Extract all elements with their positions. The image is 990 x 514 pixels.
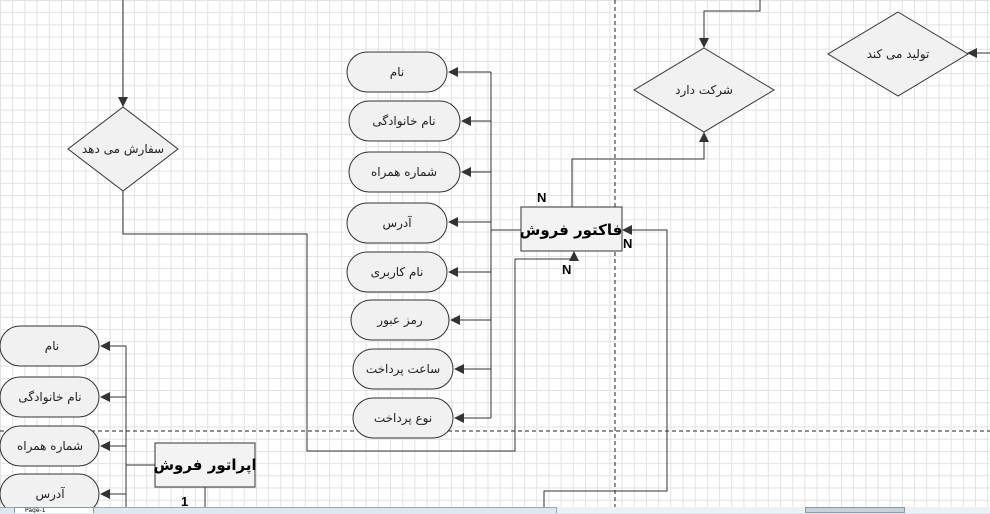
operator-attribute-address[interactable]: آدرس — [0, 473, 100, 507]
cardinality-factor-right: N — [623, 236, 632, 251]
svg-text:آدرس: آدرس — [382, 215, 412, 231]
svg-text:نوع پرداخت: نوع پرداخت — [374, 411, 432, 426]
svg-text:رمز عبور: رمز عبور — [376, 313, 423, 328]
connector-bottom-factor — [543, 225, 668, 507]
svg-text:نام خانوادگی: نام خانوادگی — [372, 114, 435, 129]
entity-factor-label: فاکتور فروش — [520, 221, 623, 239]
svg-text:ساعت پرداخت: ساعت پرداخت — [366, 362, 440, 377]
relationship-company[interactable]: شرکت دارد — [633, 47, 775, 133]
operator-attribute-family[interactable]: نام خانوادگی — [0, 376, 100, 418]
cardinality-factor-company: N — [537, 190, 546, 205]
factor-attribute-name[interactable]: نام — [346, 51, 448, 93]
factor-attribute-address[interactable]: آدرس — [346, 202, 448, 244]
svg-text:آدرس: آدرس — [35, 486, 65, 502]
connector-order-factor — [122, 191, 579, 452]
relationship-produce-label: تولید می کند — [867, 47, 930, 62]
svg-text:نام کاربری: نام کاربری — [371, 265, 424, 280]
connector-to-company — [699, 0, 761, 48]
svg-text:نام: نام — [390, 65, 404, 79]
entity-factor[interactable]: فاکتور فروش — [520, 206, 623, 252]
relationship-company-label: شرکت دارد — [675, 83, 733, 98]
svg-text:نام خانوادگی: نام خانوادگی — [18, 390, 81, 405]
scrollbar-thumb[interactable] — [805, 507, 905, 513]
svg-text:شماره همراه: شماره همراه — [371, 165, 437, 180]
cardinality-factor-bottom: N — [562, 262, 571, 277]
svg-text:نام: نام — [45, 339, 59, 353]
svg-text:شماره همراه: شماره همراه — [17, 439, 83, 454]
relationship-order-label: سفارش می دهد — [82, 142, 164, 157]
relationship-produce[interactable]: تولید می کند — [827, 11, 969, 97]
factor-attribute-mobile[interactable]: شماره همراه — [348, 151, 461, 193]
factor-attribute-payment-type[interactable]: نوع پرداخت — [352, 397, 454, 439]
factor-attribute-family[interactable]: نام خانوادگی — [348, 100, 461, 142]
status-bar — [0, 507, 990, 514]
factor-attribute-payment-time[interactable]: ساعت پرداخت — [352, 348, 454, 390]
entity-operator[interactable]: اپراتور فروش — [153, 442, 257, 488]
relationship-order[interactable]: سفارش می دهد — [67, 106, 179, 192]
connector-factor-company — [571, 132, 709, 207]
entity-operator-label: اپراتور فروش — [153, 456, 256, 475]
operator-attribute-name[interactable]: نام — [0, 325, 100, 367]
factor-attribute-password[interactable]: رمز عبور — [350, 299, 450, 341]
operator-attribute-mobile[interactable]: شماره همراه — [0, 425, 100, 467]
page-tab[interactable]: Page-1 — [14, 507, 94, 513]
factor-attribute-username[interactable]: نام کاربری — [346, 251, 448, 293]
cardinality-operator: 1 — [181, 494, 188, 507]
horizontal-scrollbar[interactable] — [556, 507, 990, 513]
